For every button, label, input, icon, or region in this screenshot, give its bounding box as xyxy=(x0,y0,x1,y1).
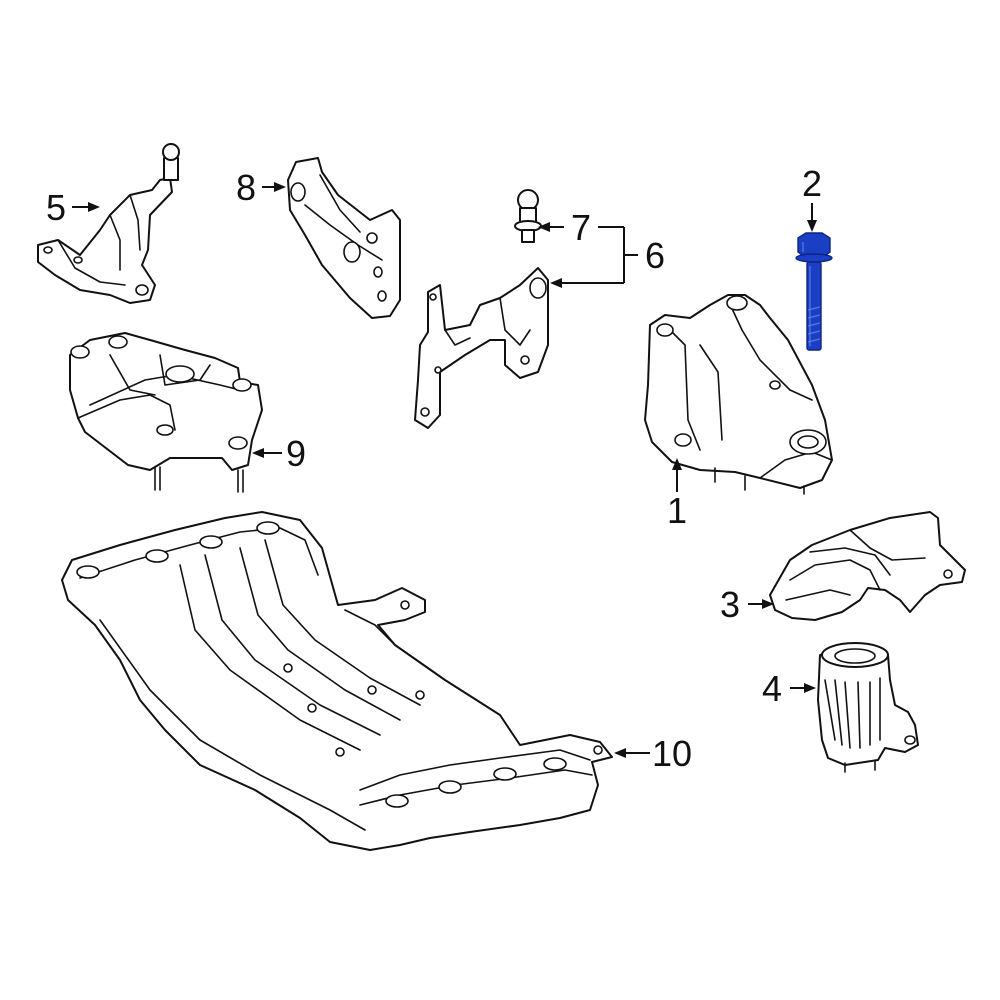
callout-9: 9 xyxy=(286,433,306,474)
part-7-stud[interactable] xyxy=(514,189,542,243)
callout-7: 7 xyxy=(571,207,591,248)
part-3-heat-shield[interactable] xyxy=(769,511,966,621)
callout-4: 4 xyxy=(762,668,782,709)
part-6-bracket[interactable] xyxy=(414,267,549,429)
callout-10: 10 xyxy=(652,733,692,774)
callout-2: 2 xyxy=(802,163,822,204)
callout-5: 5 xyxy=(46,187,66,228)
part-1-transmission-mount[interactable] xyxy=(644,294,833,495)
bolt-thread-lines xyxy=(807,306,821,343)
callout-leaders xyxy=(72,182,817,758)
part-9-mount-bracket[interactable] xyxy=(69,332,263,493)
callout-8: 8 xyxy=(236,167,256,208)
callout-1: 1 xyxy=(667,490,687,531)
part-2-bolt[interactable] xyxy=(795,232,833,351)
callout-3: 3 xyxy=(720,584,740,625)
part-10-crossmember[interactable] xyxy=(61,511,613,851)
callout-6: 6 xyxy=(645,235,665,276)
part-5-bracket[interactable] xyxy=(37,143,180,304)
part-8-bracket[interactable] xyxy=(287,157,401,319)
part-4-engine-mount[interactable] xyxy=(817,642,919,773)
